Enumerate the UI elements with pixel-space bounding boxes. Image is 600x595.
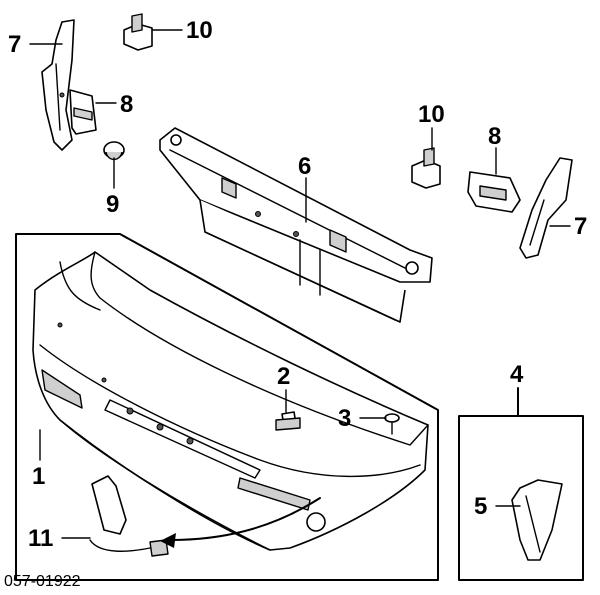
callout-1: 1 [32,463,45,490]
bumper-cover [32,251,429,551]
clip-9 [103,141,125,161]
sensor-harness-11 [89,475,169,557]
callout-2: 2 [277,363,290,390]
small-bracket-right [411,147,441,189]
radiator-support-panel [159,127,433,323]
mounting-bracket-left [69,89,97,135]
callout-10-right: 10 [418,101,445,128]
bumper-assembly-frame [15,233,439,581]
mounting-bracket-right [467,171,521,213]
callout-6: 6 [298,153,311,180]
callout-9: 9 [106,191,119,218]
screw-3 [384,413,400,435]
fastener-2 [275,411,301,431]
install-arrow-head [160,533,176,548]
callout-11: 11 [28,525,53,552]
side-bracket-left [41,19,75,151]
callout-7-left: 7 [8,31,21,58]
bracket-detail-frame [458,415,584,581]
side-bracket-right [519,157,573,259]
trim-piece-5 [511,479,563,561]
install-arrow [169,497,321,541]
callout-3: 3 [338,405,351,432]
diagram-id: 057-01922 [4,573,81,590]
small-bracket-left [123,13,153,51]
callout-5: 5 [474,493,487,520]
callout-8-left: 8 [120,91,133,118]
callout-7-right: 7 [574,213,587,240]
callout-10-left: 10 [186,17,213,44]
callout-4: 4 [510,361,524,388]
callout-8-right: 8 [488,123,501,150]
